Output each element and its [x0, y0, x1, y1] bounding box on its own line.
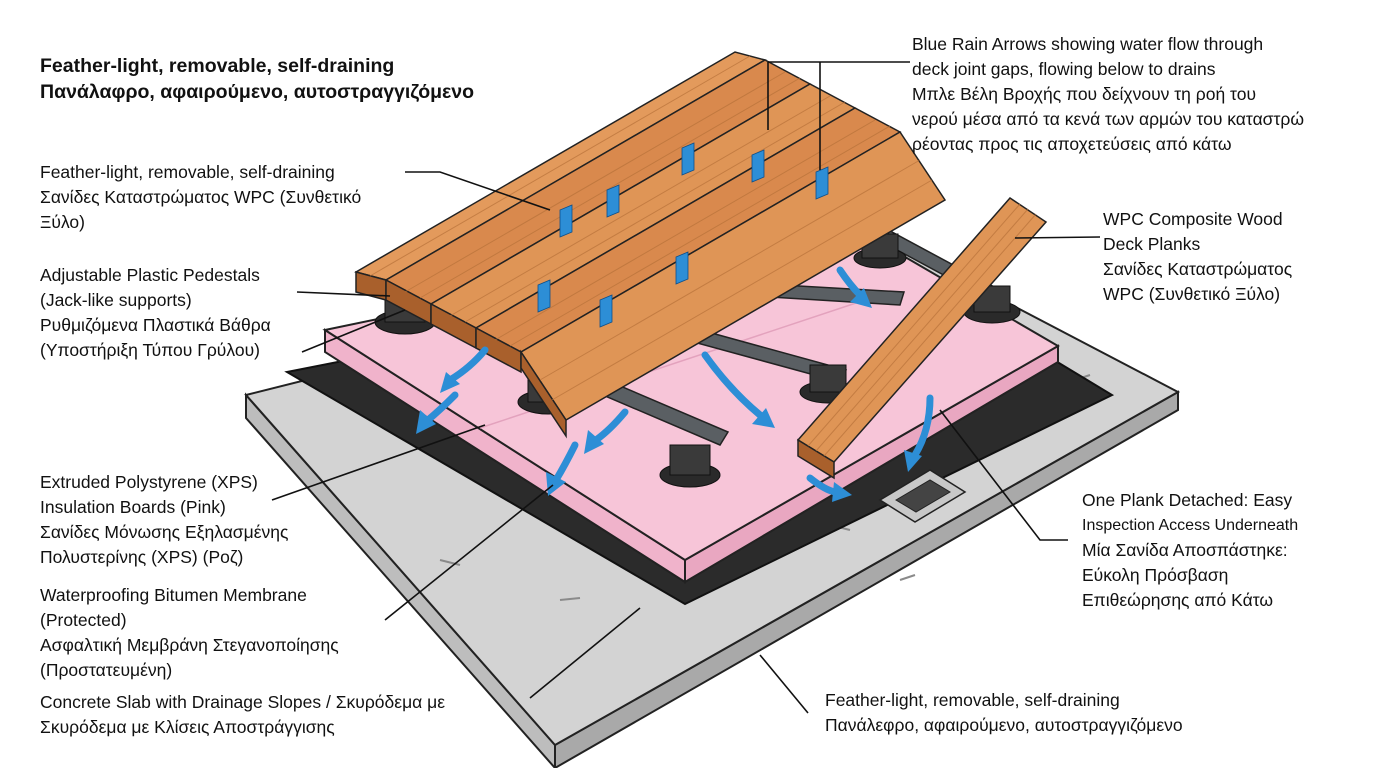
label-line: WPC Composite Wood: [1103, 209, 1283, 229]
floor-drain: [878, 469, 967, 523]
label-line: Εύκολη Πρόσβαση: [1082, 565, 1229, 585]
leader-line: [405, 171, 551, 211]
label-line: Waterproofing Bitumen Membrane: [40, 585, 307, 605]
rain-arrow: [424, 391, 459, 424]
label-line: deck joint gaps, flowing below to drains: [912, 59, 1216, 79]
label-line: Blue Rain Arrows showing water flow thro…: [912, 34, 1264, 54]
label-deck-planks: Feather-light, removable, self-draining …: [40, 160, 361, 235]
rain-arrow-head: [850, 288, 872, 308]
label-line: Μία Σανίδα Αποσπάστηκε:: [1082, 540, 1288, 560]
pedestal: [853, 233, 907, 269]
main-title: Feather-light, removable, self-draining …: [40, 53, 474, 105]
label-line: One Plank Detached: Easy: [1082, 490, 1293, 510]
rain-arrow: [592, 408, 629, 444]
label-concrete: Concrete Slab with Drainage Slopes / Σκυ…: [40, 690, 445, 740]
rain-marker: [675, 251, 689, 285]
label-line: Extruded Polystyrene (XPS): [40, 472, 258, 492]
rain-arrow-head: [832, 482, 852, 502]
label-xps: Extruded Polystyrene (XPS) Insulation Bo…: [40, 470, 288, 570]
rain-arrow-head: [416, 410, 436, 434]
label-line: Insulation Boards (Pink): [40, 497, 226, 517]
rain-marker: [751, 149, 765, 183]
leader-line: [296, 291, 391, 297]
main-title-line1: Feather-light, removable, self-draining: [40, 55, 395, 77]
label-bottom: Feather-light, removable, self-draining …: [825, 688, 1183, 738]
leader-line: [1014, 236, 1101, 239]
label-line: Deck Planks: [1103, 234, 1201, 254]
leader-line: [939, 409, 1068, 541]
rain-marker: [815, 166, 829, 200]
label-line: Inspection Access Underneath: [1082, 517, 1299, 534]
rain-flow-arrows: [416, 266, 934, 502]
rain-arrow: [552, 441, 579, 484]
pedestal: [659, 444, 721, 488]
label-line: Σανίδες Μόνωσης Εξηλασμένης: [40, 522, 289, 542]
rain-arrow-head: [440, 372, 460, 393]
label-line: νερού μέσα από τα κενά των αρμών του κατ…: [912, 109, 1305, 129]
label-line: Concrete Slab with Drainage Slopes / Σκυ…: [40, 692, 446, 712]
rain-marker: [681, 142, 695, 176]
label-line: WPC (Συνθετικό Ξύλο): [1103, 284, 1281, 304]
label-membrane: Waterproofing Bitumen Membrane (Protecte…: [40, 583, 339, 683]
rain-arrow-head: [904, 450, 922, 472]
label-line: (Protected): [40, 610, 127, 630]
rain-arrow: [701, 351, 764, 419]
leader-line: [384, 484, 554, 621]
label-wpc-planks: WPC Composite Wood Deck Planks Σανίδες Κ…: [1103, 207, 1292, 307]
label-line: Πανάλεφρο, αφαιρούμενο, αυτοστραγγιζόμεν…: [825, 715, 1183, 735]
label-line: (Jack-like supports): [40, 290, 192, 310]
leader-line: [759, 654, 809, 714]
rain-arrow: [446, 346, 489, 384]
main-title-line2: Πανάλαφρο, αφαιρούμενο, αυτοστραγγιζόμεν…: [40, 81, 475, 103]
label-line: Ξύλο): [40, 212, 85, 232]
label-line: Μπλε Βέλη Βροχής που δείχνουν τη ροή του: [912, 84, 1257, 104]
leader-line: [301, 309, 406, 353]
detached-plank: [796, 197, 1048, 480]
label-line: (Προστατευμένη): [40, 660, 173, 680]
rain-marker: [559, 204, 573, 238]
rain-arrow-head: [752, 408, 775, 428]
leader-lines: [271, 61, 1101, 714]
rain-marker: [606, 184, 620, 218]
label-line: Ρυθμιζόμενα Πλαστικά Βάθρα: [40, 315, 271, 335]
rain-arrow-head: [584, 430, 604, 454]
rain-markers: [537, 142, 829, 328]
label-line: Σανίδες Καταστρώματος WPC (Συνθετικό: [40, 187, 362, 207]
deck-planks: [354, 51, 947, 439]
label-detached-plank: One Plank Detached: Easy Inspection Acce…: [1082, 488, 1298, 613]
rain-arrow: [911, 394, 934, 459]
label-rain-arrows: Blue Rain Arrows showing water flow thro…: [912, 32, 1304, 157]
label-line: (Υποστήριξη Τύπου Γρύλου): [40, 340, 260, 360]
rain-arrow: [836, 266, 864, 299]
rain-marker: [599, 294, 613, 328]
label-line: Πολυστερίνης (XPS) (Ροζ): [40, 547, 244, 567]
rain-marker: [537, 279, 551, 313]
leader-line: [271, 424, 486, 501]
deck-plank: [519, 130, 947, 439]
label-line: Feather-light, removable, self-draining: [40, 162, 335, 182]
label-line: Σανίδες Καταστρώματος: [1103, 259, 1293, 279]
leader-line: [529, 607, 641, 699]
label-line: Ασφαλτική Μεμβράνη Στεγανοποίησης: [40, 635, 339, 655]
rain-arrow-head: [546, 472, 566, 496]
label-pedestals: Adjustable Plastic Pedestals (Jack-like …: [40, 263, 271, 363]
label-line: Feather-light, removable, self-draining: [825, 690, 1120, 710]
label-line: Επιθεώρησης από Κάτω: [1082, 590, 1274, 610]
label-line: Adjustable Plastic Pedestals: [40, 265, 260, 285]
label-line: Σκυρόδεμα με Κλίσεις Αποστράγγισης: [40, 717, 335, 737]
label-line: ρέοντας προς τις αποχετεύσεις από κάτω: [912, 134, 1232, 154]
